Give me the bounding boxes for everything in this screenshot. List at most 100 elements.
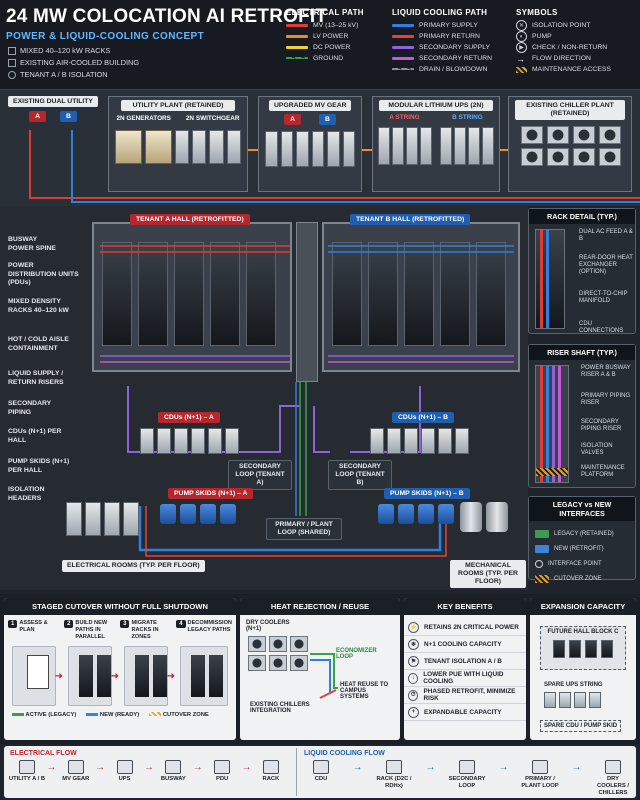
economizer-label: ECONOMIZER LOOP [336,648,377,660]
switchgear-unit [191,130,207,164]
legend-cooling-item: DRAIN / BLOWDOWN [392,64,510,75]
pump-icon [160,504,176,524]
utility-label: EXISTING DUAL UTILITY [8,96,98,107]
pump-icon [220,504,236,524]
existing-chillers-label: EXISTING CHILLERS INTEGRATION [250,702,310,714]
callout-racks: MIXED DENSITY RACKS 40–120 kW [8,298,69,314]
rack-row [440,242,470,346]
mv-b-badge: B [319,114,336,125]
flow-step-icon [313,760,329,774]
switchgear-label: 2N SWITCHGEAR [185,115,240,122]
chiller-fan-icon [547,126,569,144]
chiller-fan-icon [547,148,569,166]
legacy-panel: LEGACY vs NEW INTERFACES LEGACY (RETAINE… [528,496,636,583]
legacy-item: CUTOVER ZONE [535,571,629,586]
benefit-item: +EXPANDABLE CAPACITY [404,704,526,721]
callout-pump-skids: PUMP SKIDS (N+1) PER HALL [8,458,70,474]
future-hall-label: FUTURE HALL BLOCK C [547,629,619,635]
rack [440,242,470,346]
rack-row [174,242,204,346]
legend-electrical-item: GROUND [286,53,386,64]
ups-b-string: B STRING [452,114,483,121]
mv-cabinet [342,131,355,167]
legend-swatch [392,24,414,27]
switchgear-unit [174,130,189,164]
legacy-swatch [535,559,543,568]
legend-swatch [392,46,414,49]
flow-step-icon [214,760,231,774]
flow-arrow-icon: → [498,762,509,773]
ups-cabinet [406,127,418,165]
mv-cabinet [265,131,278,167]
callout-cdus: CDUs (N+1) PER HALL [8,428,62,444]
heat-title: HEAT REJECTION / REUSE [240,598,400,615]
rack-icon [97,655,112,697]
generator-unit [144,130,172,164]
rack [174,242,204,346]
flow-step: DRY COOLERS / CHILLERS [594,760,632,797]
rack-row [476,242,506,346]
legend-electrical-title: ELECTRICAL PATH [286,8,364,17]
step-number: 1 [8,620,18,628]
ups-cabinet [420,127,432,165]
benefit-item: ⚡RETAINS 2N CRITICAL POWER [404,619,526,636]
chiller-fan-icon [573,148,595,166]
benefit-icon: ❄ [408,638,419,650]
chiller-plant: EXISTING CHILLER PLANT (RETAINED) [508,96,632,192]
switchgear-unit [209,130,224,164]
electrical-flow-title: ELECTRICAL FLOW [10,750,77,757]
flow-step-icon [459,760,475,774]
future-hall: FUTURE HALL BLOCK C [540,626,626,670]
legend-cooling-item: PRIMARY SUPPLY [392,20,510,31]
legend-cooling-item: PRIMARY RETURN [392,31,510,42]
flow-step: UPS [106,760,144,783]
symbol-maintenance: MAINTENANCE ACCESS [516,64,636,75]
header: 24 MW COLOCATION AI RETROFIT POWER & LIQ… [0,0,640,90]
flow-arrow-icon: → [143,762,154,773]
rack-detail-image [535,229,565,329]
page-subtitle: POWER & LIQUID-COOLING CONCEPT [6,31,205,42]
rack-icon [191,655,206,697]
rack-row [404,242,434,346]
cdu-unit [225,428,239,454]
pump-icon [418,504,434,524]
legend-electrical-item: LV POWER [286,31,386,42]
fan-icon [248,655,266,671]
cdu-unit [174,428,188,454]
benefit-item: ↓LOWER PUE WITH LIQUID COOLING [404,670,526,687]
flow-step-icon [165,760,182,774]
isolation-point-icon: ✕ [516,20,527,31]
rack [210,242,240,346]
mv-a-badge: A [284,114,301,125]
generator-unit [115,130,142,164]
legend-swatch [286,46,308,49]
rack-detail-d2c: DIRECT-TO-CHIP MANIFOLD [579,291,628,304]
electrical-cabinet [66,502,82,536]
generators-label: 2N GENERATORS [116,115,171,122]
heat-rejection-panel: HEAT REJECTION / REUSE DRY COOLERS (N+1)… [240,598,400,740]
flow-step: MV GEAR [57,760,95,783]
legend-electrical-item: DC POWER [286,42,386,53]
pump-skids-b: PUMP SKIDS (N+1) – B [378,482,488,532]
clipboard-icon [27,655,49,689]
rack [404,242,434,346]
benefit-icon: ⚑ [408,655,419,667]
flow-step-icon [605,760,621,774]
step-label: ASSESS & PLAN [19,620,48,633]
spare-cdu-label: SPARE CDU / PUMP SKID [540,720,622,732]
rack-detail-title: RACK DETAIL (TYP.) [529,209,635,224]
step-label: MIGRATE RACKS IN ZONES [131,620,159,640]
hall-b-racks [332,242,510,346]
future-rack [553,640,565,658]
rack [138,242,168,346]
rack-row [368,242,398,346]
step-illustration: ➜ [68,646,119,706]
pump-skids-a-label: PUMP SKIDS (N+1) – A [168,488,254,499]
cdus-b-label: CDUs (N+1) – B [392,412,455,423]
rack-row [210,242,240,346]
legend-electrical-item: MV (13–25 kV) [286,20,386,31]
heat-reuse-label: HEAT REUSE TO CAMPUS SYSTEMS [340,682,389,700]
ups-label: MODULAR LITHIUM UPS (2N) [379,100,493,111]
